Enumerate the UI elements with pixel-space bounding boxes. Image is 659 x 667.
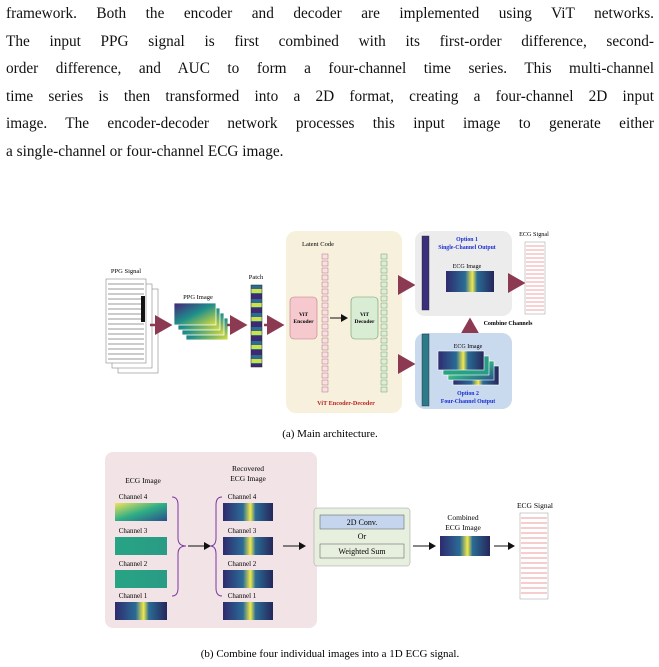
patch-label: Patch: [249, 274, 264, 281]
vit-decoder-block: [350, 296, 379, 340]
vit-decoder-label: Decoder: [355, 319, 375, 325]
option2-subtitle: Four-Channel Output: [441, 399, 495, 405]
or-label: Or: [358, 532, 367, 541]
ppg-signal-label: PPG Signal: [111, 268, 141, 275]
recovered-channel-3: [223, 537, 273, 555]
ecg-image-label-b: ECG Image: [125, 476, 161, 485]
conv-label: 2D Conv.: [347, 518, 378, 527]
ecg-signal-paper-b: [519, 512, 549, 600]
paragraph-line: order difference, and AUC to form a four…: [6, 60, 654, 77]
combined-ecg-image: [440, 536, 490, 556]
vit-encoder-block: [289, 296, 318, 340]
option2-ecg-image-stack: [437, 350, 500, 386]
recovered-channel-2: [223, 570, 273, 588]
channel-1-image: [115, 602, 167, 620]
figure-a-caption: (a) Main architecture.: [282, 428, 378, 440]
left-brace: [171, 496, 187, 597]
ppg-signal-stack: [105, 278, 159, 374]
latent-code-label: Latent Code: [302, 241, 334, 248]
ecg-signal-label-b: ECG Signal: [517, 501, 553, 510]
ecg-signal-paper: [524, 241, 546, 315]
conv-box: [319, 514, 405, 530]
option1-patch-strip: [421, 235, 430, 311]
paragraph-line: time series is then transformed into a 2…: [6, 87, 654, 105]
vit-decoder-label: ViT: [360, 312, 369, 318]
option1-ecg-image: [446, 271, 494, 292]
ppg-image-stack: [173, 302, 229, 341]
vit-encoder-label: ViT: [299, 312, 308, 318]
encoder-decoder-label: ViT Encoder-Decoder: [317, 400, 375, 407]
channel-label: Channel 2: [119, 560, 148, 568]
body-paragraph: framework. Both the encoder and decoder …: [6, 0, 654, 165]
right-brace: [209, 496, 223, 597]
channel-4-image: [115, 503, 167, 521]
encoder-decoder-panel: [286, 231, 402, 413]
paragraph-line: image. The encoder-decoder network proce…: [6, 115, 654, 132]
recovered-label: ECG Image: [230, 474, 266, 483]
vit-encoder-label: Encoder: [293, 319, 314, 325]
recovered-channel-4: [223, 503, 273, 521]
combined-label: ECG Image: [445, 523, 481, 532]
option1-title: Option 1: [456, 237, 478, 243]
channel-label: Channel 3: [119, 527, 148, 535]
paragraph-line: framework. Both the encoder and decoder …: [6, 5, 654, 22]
recovered-channel-1: [223, 602, 273, 620]
recovered-label: Recovered: [232, 464, 264, 473]
channel-label: Channel 4: [228, 493, 257, 501]
figure-b-caption: (b) Combine four individual images into …: [201, 648, 460, 660]
combine-channels-label: Combine Channels: [484, 321, 534, 327]
ecg-signal-label: ECG Signal: [519, 231, 549, 238]
combined-label: Combined: [447, 513, 478, 522]
option1-subtitle: Single-Channel Output: [438, 245, 496, 251]
channel-label: Channel 1: [119, 592, 148, 600]
paragraph-line: a single-channel or four-channel ECG ima…: [6, 142, 284, 160]
option2-patch-strip: [421, 333, 430, 407]
patch-strip: [250, 284, 263, 368]
channel-label: Channel 4: [119, 493, 148, 501]
option2-ecg-image-label: ECG Image: [454, 344, 483, 350]
decoder-output-column: [380, 253, 388, 393]
latent-code-column: [321, 253, 329, 393]
channel-label: Channel 3: [228, 527, 257, 535]
option2-title: Option 2: [457, 391, 479, 397]
channel-2-image: [115, 570, 167, 588]
channel-label: Channel 1: [228, 592, 257, 600]
paragraph-line: The input PPG signal is first combined w…: [6, 32, 654, 50]
weighted-sum-box: [319, 543, 405, 559]
ppg-image-label: PPG Image: [183, 294, 213, 301]
option1-ecg-image-label: ECG Image: [453, 264, 482, 270]
channel-3-image: [115, 537, 167, 555]
channel-label: Channel 2: [228, 560, 257, 568]
weighted-sum-label: Weighted Sum: [338, 547, 386, 556]
